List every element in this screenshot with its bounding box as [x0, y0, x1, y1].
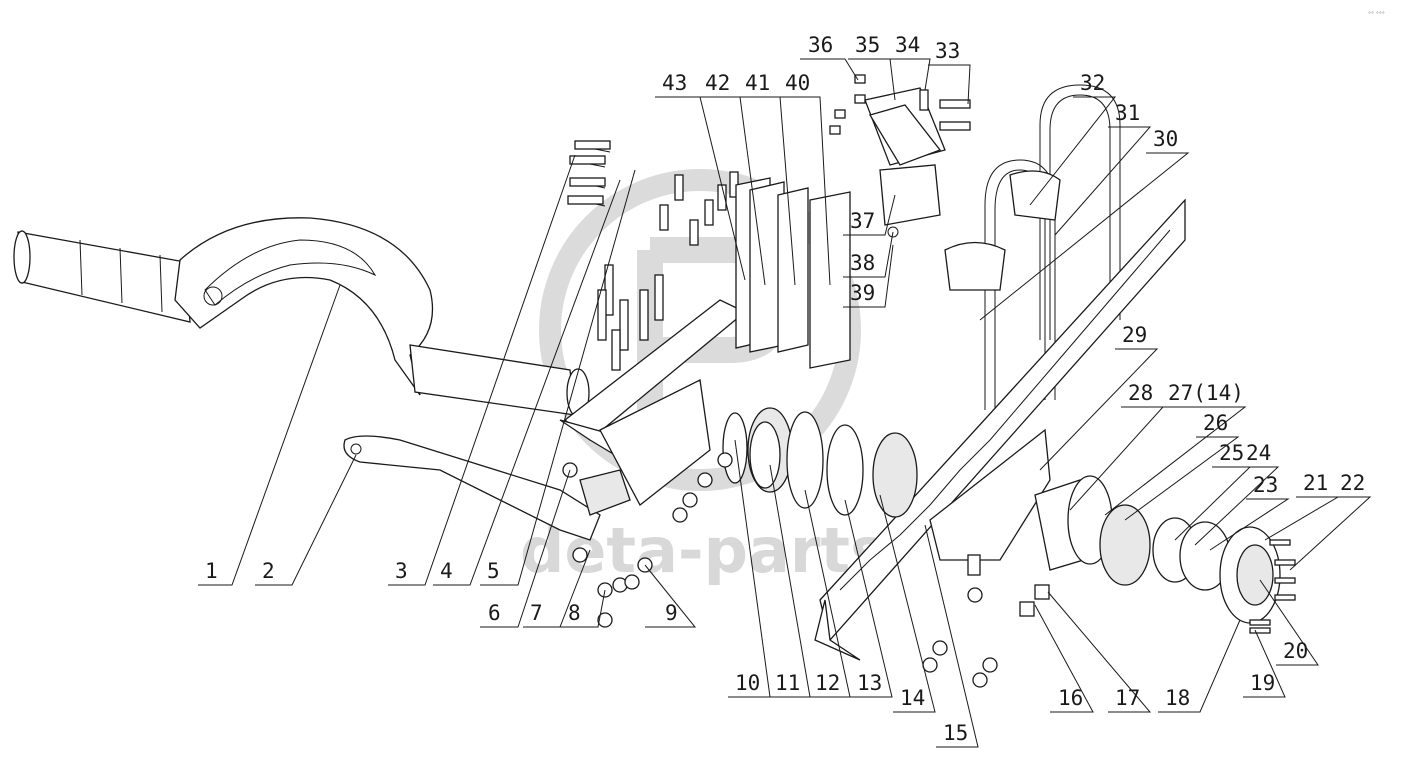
callout-33: 33: [928, 39, 971, 105]
svg-text:19: 19: [1250, 671, 1275, 695]
callout-25: 25: [1174, 441, 1252, 541]
callout-3: 3: [388, 154, 576, 586]
svg-text:21: 21: [1303, 471, 1328, 495]
callout-29: 29: [1039, 323, 1159, 471]
mounting-bracket-part: [559, 299, 747, 516]
svg-text:24: 24: [1246, 441, 1271, 465]
svg-text:23: 23: [1253, 473, 1278, 497]
svg-text:4: 4: [440, 559, 453, 583]
callout-6: 6: [480, 469, 571, 628]
callout-20: 20: [1259, 579, 1319, 666]
studs: [597, 171, 739, 371]
svg-text:7: 7: [530, 601, 543, 625]
svg-text:40: 40: [785, 71, 810, 95]
svg-text:39: 39: [850, 281, 875, 305]
svg-text:41: 41: [745, 71, 770, 95]
svg-text:29: 29: [1122, 323, 1147, 347]
svg-text:2: 2: [262, 559, 275, 583]
callout-18: 18: [1158, 619, 1241, 713]
callout-26: 26: [1124, 411, 1240, 521]
steering-arm-part: [343, 435, 601, 541]
callout-15: 15: [924, 524, 979, 748]
long-bolts: [567, 140, 611, 207]
callout-39: 39: [843, 244, 894, 308]
callout-1: 1: [198, 284, 341, 586]
svg-text:18: 18: [1165, 686, 1190, 710]
svg-text:6: 6: [488, 601, 501, 625]
svg-text:14: 14: [900, 686, 925, 710]
svg-text:10: 10: [735, 671, 760, 695]
svg-text:1: 1: [205, 559, 218, 583]
axle-housing: [929, 428, 1051, 617]
shim-plates: [735, 177, 851, 369]
callout-42: 42: [698, 71, 766, 286]
svg-text:13: 13: [857, 671, 882, 695]
callout-36: 36: [800, 33, 859, 81]
svg-text:34: 34: [895, 33, 920, 57]
callout-31: 31: [1054, 101, 1152, 236]
svg-text:31: 31: [1115, 101, 1140, 125]
svg-text:35: 35: [855, 33, 880, 57]
axle-arm-part: [13, 217, 590, 418]
callout-13: 13: [844, 499, 893, 698]
callout-28: 28: [1069, 381, 1165, 511]
callout-38: 38: [843, 231, 894, 278]
callout-34: 34: [888, 33, 931, 91]
svg-text:33: 33: [935, 39, 960, 63]
callout-32: 32: [1029, 71, 1117, 206]
callout-40: 40: [778, 71, 831, 286]
callout-23: 23: [1209, 473, 1290, 551]
callouts: 1 2 3 4 5 6 7 8 9 10 11 12 13 14 15 16 1…: [198, 33, 1372, 748]
svg-text:9: 9: [665, 601, 678, 625]
svg-text:22: 22: [1340, 471, 1365, 495]
svg-text:43: 43: [662, 71, 687, 95]
svg-text:28: 28: [1128, 381, 1153, 405]
top-bracket-assembly: [829, 74, 971, 238]
svg-text:36: 36: [808, 33, 833, 57]
corner-mark: °° °°°: [1368, 11, 1385, 18]
callout-37: 37: [843, 194, 896, 236]
callout-5: 5: [480, 169, 636, 586]
svg-text:8: 8: [568, 601, 581, 625]
callout-30: 30: [979, 127, 1190, 321]
callout-4: 4: [433, 179, 621, 586]
svg-text:37: 37: [850, 209, 875, 233]
svg-text:12: 12: [815, 671, 840, 695]
svg-text:27(14): 27(14): [1168, 381, 1244, 405]
callout-17: 17: [1047, 591, 1152, 713]
callout-19: 19: [1243, 629, 1286, 698]
svg-text:5: 5: [487, 559, 500, 583]
hub-rings: [722, 407, 918, 518]
callout-21: 21: [1264, 471, 1340, 541]
svg-text:38: 38: [850, 251, 875, 275]
svg-text:15: 15: [943, 721, 968, 745]
svg-text:17: 17: [1115, 686, 1140, 710]
callout-27: 27(14): [1104, 381, 1247, 516]
callout-22: 22: [1289, 471, 1372, 571]
callout-8: 8: [560, 589, 606, 628]
callout-2: 2: [255, 454, 357, 586]
callout-10: 10: [728, 439, 771, 698]
callout-43: 43: [655, 71, 746, 281]
flange-bolts: [1249, 539, 1296, 634]
callout-24: 24: [1194, 441, 1280, 546]
svg-text:42: 42: [705, 71, 730, 95]
callout-16: 16: [1034, 604, 1094, 713]
callout-35: 35: [848, 33, 896, 101]
hub-drum-assembly: [1034, 475, 1281, 624]
svg-text:30: 30: [1153, 127, 1178, 151]
svg-text:25: 25: [1219, 441, 1244, 465]
callout-9: 9: [644, 564, 697, 628]
svg-text:11: 11: [775, 671, 800, 695]
callout-14: 14: [879, 494, 936, 713]
svg-text:20: 20: [1283, 639, 1308, 663]
svg-text:16: 16: [1058, 686, 1083, 710]
callout-41: 41: [738, 71, 796, 286]
svg-text:3: 3: [395, 559, 408, 583]
svg-text:32: 32: [1080, 71, 1105, 95]
